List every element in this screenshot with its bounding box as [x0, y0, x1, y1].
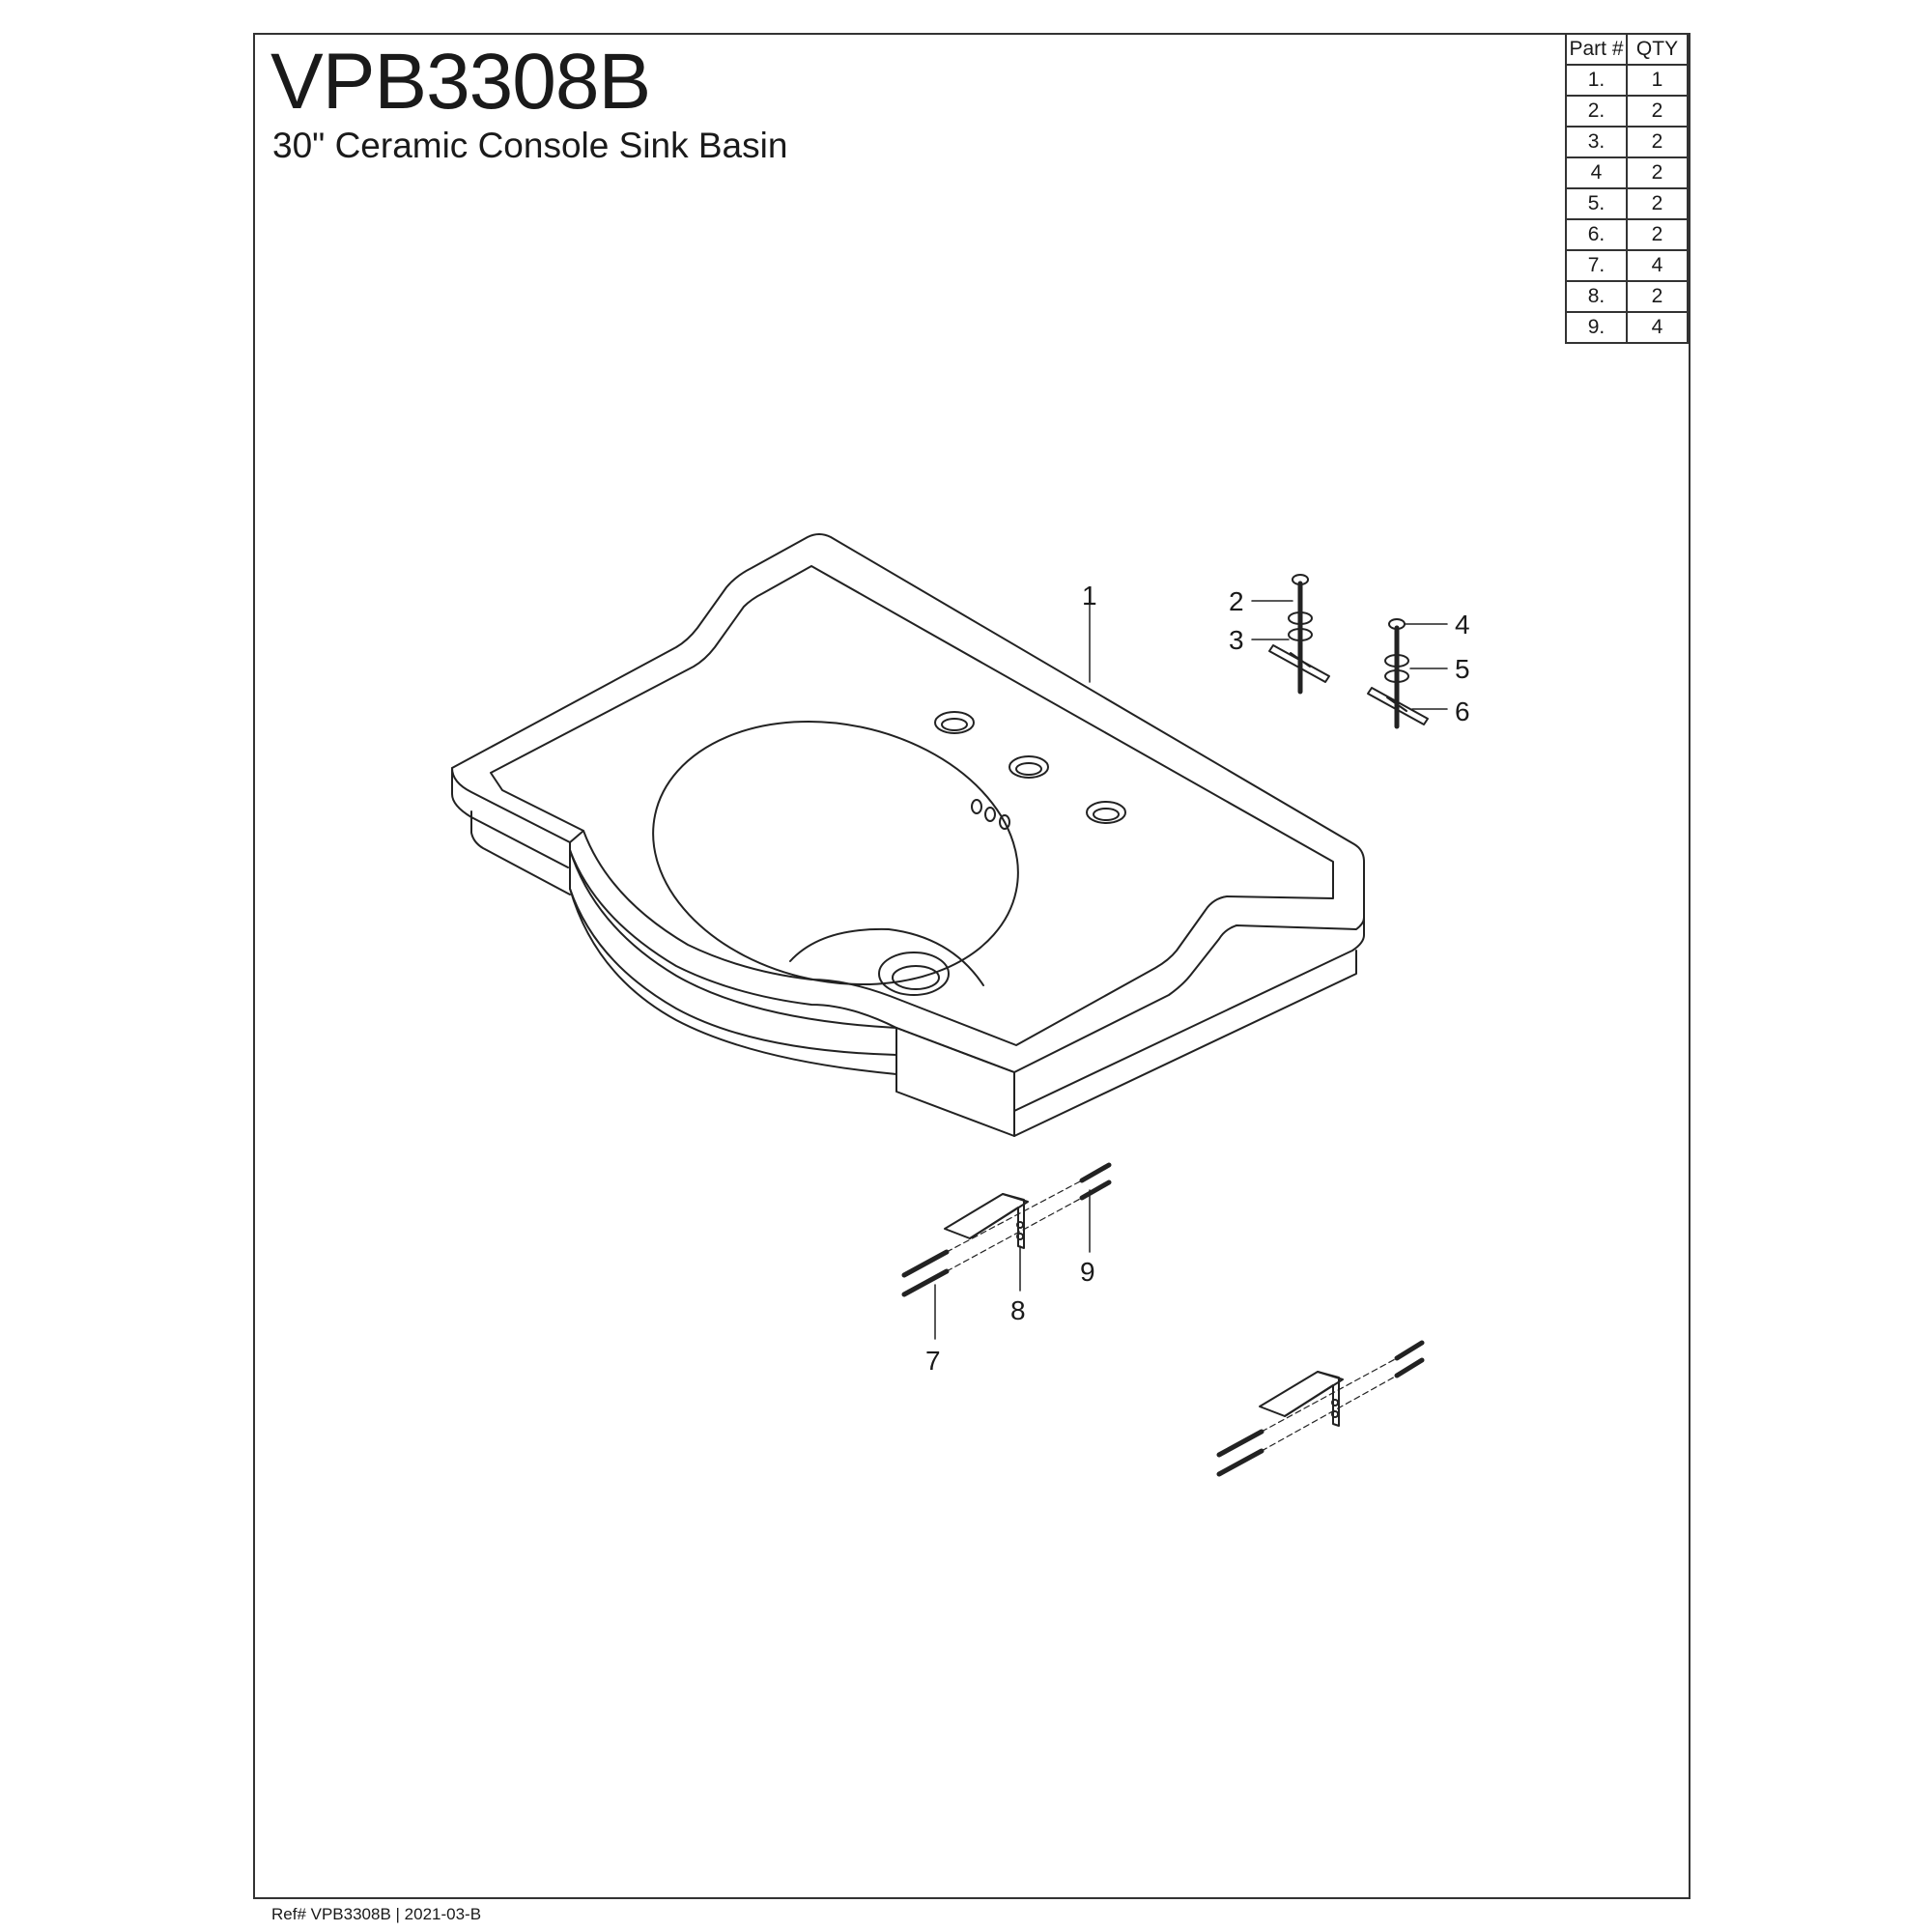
part-number-cell: 3.: [1565, 126, 1628, 158]
dash-line: [1261, 1375, 1398, 1452]
faucet-hole-left: [934, 711, 975, 734]
qty-cell: 2: [1626, 126, 1689, 158]
sink-base-right: [1013, 950, 1357, 1137]
anchor-bolt-set-b: [1367, 618, 1448, 729]
callout-7: 7: [925, 1346, 941, 1376]
screw-left-2: [901, 1268, 950, 1297]
part-number-cell: 9.: [1565, 311, 1628, 344]
part-number-header: Part #: [1565, 33, 1628, 66]
parts-table-header: Part # QTY: [1565, 33, 1689, 66]
qty-cell: 2: [1626, 280, 1689, 313]
bracket-hole: [1016, 1233, 1024, 1240]
faucet-hole-right: [1086, 801, 1126, 824]
washer-b-1: [1384, 654, 1409, 668]
table-row: 3.2: [1565, 126, 1689, 158]
bracket-upright-right: [1284, 1371, 1340, 1427]
faucet-hole-center-inner: [1015, 762, 1042, 776]
model-title: VPB3308B: [270, 38, 651, 126]
table-row: 2.2: [1565, 95, 1689, 128]
product-description: 30" Ceramic Console Sink Basin: [272, 126, 788, 165]
wall-bracket-assembly-right: [1216, 1340, 1425, 1477]
bracket-hole: [1331, 1410, 1339, 1418]
sink-rim-side-edge: [1013, 917, 1365, 1112]
screw-left-1: [901, 1249, 950, 1278]
faucet-hole-right-inner: [1093, 808, 1120, 821]
drain-inner: [892, 965, 940, 990]
callout-4: 4: [1455, 610, 1470, 639]
sink-base-band: [895, 1027, 1015, 1137]
overflow-hole: [984, 807, 996, 822]
dash-line: [946, 1197, 1083, 1272]
callout-5: 5: [1455, 654, 1470, 684]
qty-cell: 4: [1626, 311, 1689, 344]
bracket-hole: [1016, 1221, 1024, 1229]
callout-6: 6: [1455, 696, 1470, 726]
washer-b-2: [1384, 669, 1409, 683]
qty-cell: 1: [1626, 64, 1689, 97]
drawing-sheet-border: [253, 33, 1690, 1899]
qty-cell: 2: [1626, 187, 1689, 220]
callout-2: 2: [1229, 586, 1244, 616]
table-row: 6.2: [1565, 218, 1689, 251]
sink-outer-rim: [451, 533, 1365, 1073]
faucet-hole-left-inner: [941, 718, 968, 731]
part-number-cell: 6.: [1565, 218, 1628, 251]
sink-left-deck-step: [569, 830, 584, 843]
bracket-hole: [1331, 1399, 1339, 1406]
bracket-plate-left: [944, 1193, 1029, 1239]
wall-anchor-left-2: [1079, 1179, 1112, 1201]
drain-outer: [878, 952, 950, 996]
callout-9: 9: [1080, 1257, 1095, 1287]
part-number-cell: 7.: [1565, 249, 1628, 282]
wall-anchor-right-1: [1394, 1340, 1425, 1361]
washer-a-2: [1288, 628, 1313, 641]
dash-line: [1261, 1357, 1398, 1433]
sink-inner-rim: [490, 565, 1334, 1046]
overflow-hole: [999, 814, 1010, 830]
bracket-plate-right: [1259, 1371, 1344, 1417]
dash-line: [946, 1179, 1083, 1253]
wall-anchor-left-1: [1079, 1162, 1112, 1183]
table-row: 5.2: [1565, 187, 1689, 220]
wall-anchor-right-2: [1394, 1357, 1425, 1378]
callout-3: 3: [1229, 625, 1244, 655]
bracket-upright-left: [969, 1193, 1025, 1249]
wall-bracket-assembly-left: [901, 1162, 1112, 1340]
sink-rim-front-edge: [451, 767, 569, 868]
overflow-hole: [971, 799, 982, 814]
sink-apron-base: [569, 888, 897, 1075]
qty-cell: 2: [1626, 218, 1689, 251]
screw-right-2: [1216, 1448, 1264, 1477]
sink-front-apron: [569, 849, 897, 1056]
part-number-cell: 2.: [1565, 95, 1628, 128]
anchor-bolt-set-a: [1251, 574, 1330, 695]
washer-a-1: [1288, 611, 1313, 625]
sink-basin: [451, 533, 1365, 1137]
part-number-cell: 5.: [1565, 187, 1628, 220]
part-number-cell: 8.: [1565, 280, 1628, 313]
sink-bowl-floor: [789, 927, 984, 986]
screw-right-1: [1216, 1429, 1264, 1458]
table-row: 9.4: [1565, 311, 1689, 344]
faucet-hole-center: [1009, 755, 1049, 779]
qty-cell: 2: [1626, 95, 1689, 128]
table-row: 1.1: [1565, 64, 1689, 97]
table-row: 7.4: [1565, 249, 1689, 282]
toggle-anchor-b: [1367, 687, 1429, 725]
sink-skirt-left: [470, 810, 571, 895]
qty-cell: 2: [1626, 156, 1689, 189]
callout-1: 1: [1082, 581, 1097, 611]
reference-footer: Ref# VPB3308B | 2021-03-B: [271, 1905, 482, 1923]
callout-8: 8: [1010, 1295, 1026, 1325]
part-number-cell: 1.: [1565, 64, 1628, 97]
table-row: 8.2: [1565, 280, 1689, 313]
qty-header: QTY: [1626, 33, 1689, 66]
toggle-anchor-a: [1268, 644, 1330, 683]
sink-bowl: [652, 720, 1019, 986]
part-number-cell: 4: [1565, 156, 1628, 189]
qty-cell: 4: [1626, 249, 1689, 282]
